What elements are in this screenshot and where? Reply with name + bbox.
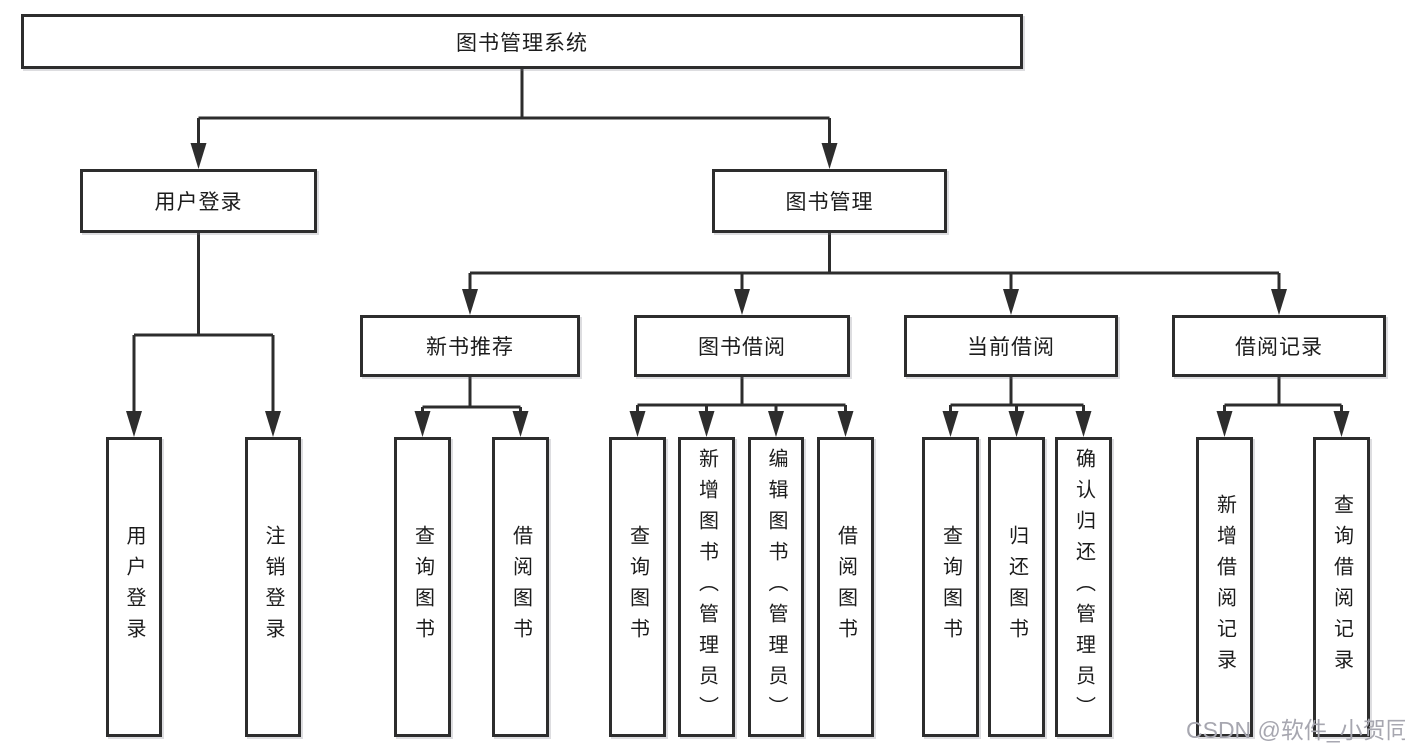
leaf-label: 编辑图书（管理员） xyxy=(765,447,787,727)
arrow-down-icon xyxy=(265,411,281,437)
node-borrow-record: 借阅记录 xyxy=(1172,315,1386,377)
leaf-label: 查询图书 xyxy=(939,525,962,649)
node-user-login: 用户登录 xyxy=(80,169,317,233)
leaf-label: 借阅图书 xyxy=(834,525,857,649)
arrow-down-icon xyxy=(837,411,854,437)
connector-borrowrecord-to-leaves xyxy=(1223,377,1343,413)
leaf-query-books-2: 查询图书 xyxy=(609,437,666,737)
leaf-label: 借阅图书 xyxy=(509,525,532,649)
connector-currentborrow-to-leaves xyxy=(949,377,1085,413)
node-root-system: 图书管理系统 xyxy=(21,14,1023,69)
connector-userlogin-to-leaves xyxy=(132,233,275,413)
arrow-down-icon xyxy=(1271,289,1287,315)
connector-root-to-level2 xyxy=(197,69,831,145)
connector-bookmgmt-to-level3 xyxy=(468,233,1281,291)
leaf-query-books-3: 查询图书 xyxy=(922,437,979,737)
arrow-down-icon xyxy=(768,411,784,437)
arrow-down-icon xyxy=(821,143,838,169)
csdn-watermark: CSDN @软件_小贺同学 xyxy=(1186,717,1405,743)
arrow-down-icon xyxy=(190,143,207,169)
node-book-management: 图书管理 xyxy=(712,169,947,233)
arrow-down-icon xyxy=(734,289,750,315)
arrowheads xyxy=(126,143,1350,437)
leaf-label: 归还图书 xyxy=(1005,525,1028,649)
connector-bookborrow-to-leaves xyxy=(636,377,847,413)
leaf-label: 查询借阅记录 xyxy=(1330,494,1353,680)
arrow-down-icon xyxy=(942,411,959,437)
leaf-borrow-books-2: 借阅图书 xyxy=(817,437,874,737)
arrow-down-icon xyxy=(512,411,529,437)
leaf-label: 查询图书 xyxy=(626,525,649,649)
leaf-logout: 注销登录 xyxy=(245,437,301,737)
leaf-return-books: 归还图书 xyxy=(988,437,1045,737)
arrow-down-icon xyxy=(1075,411,1092,437)
node-current-borrow: 当前借阅 xyxy=(904,315,1118,377)
arrow-down-icon xyxy=(1003,289,1019,315)
arrow-down-icon xyxy=(629,411,646,437)
arrow-down-icon xyxy=(698,411,715,437)
leaf-label: 确认归还（管理员） xyxy=(1072,447,1095,727)
leaf-edit-books-admin: 编辑图书（管理员） xyxy=(748,437,804,737)
node-new-book-recommend: 新书推荐 xyxy=(360,315,580,377)
leaf-label: 查询图书 xyxy=(411,525,434,649)
arrow-down-icon xyxy=(1216,411,1233,437)
leaf-query-books-1: 查询图书 xyxy=(394,437,451,737)
arrow-down-icon xyxy=(414,411,431,437)
leaf-user-login: 用户登录 xyxy=(106,437,162,737)
leaf-label: 新增图书（管理员） xyxy=(695,447,718,727)
arrow-down-icon xyxy=(462,289,478,315)
leaf-add-books-admin: 新增图书（管理员） xyxy=(678,437,735,737)
leaf-label: 注销登录 xyxy=(262,525,284,649)
leaf-add-borrow-record: 新增借阅记录 xyxy=(1196,437,1253,737)
node-book-borrow: 图书借阅 xyxy=(634,315,850,377)
arrow-down-icon xyxy=(1008,411,1025,437)
leaf-confirm-return-admin: 确认归还（管理员） xyxy=(1055,437,1112,737)
leaf-label: 用户登录 xyxy=(123,525,145,649)
connector-newbook-to-leaves xyxy=(421,377,522,413)
arrow-down-icon xyxy=(1333,411,1350,437)
leaf-borrow-books-1: 借阅图书 xyxy=(492,437,549,737)
arrow-down-icon xyxy=(126,411,142,437)
leaf-query-borrow-record: 查询借阅记录 xyxy=(1313,437,1370,737)
leaf-label: 新增借阅记录 xyxy=(1213,494,1236,680)
